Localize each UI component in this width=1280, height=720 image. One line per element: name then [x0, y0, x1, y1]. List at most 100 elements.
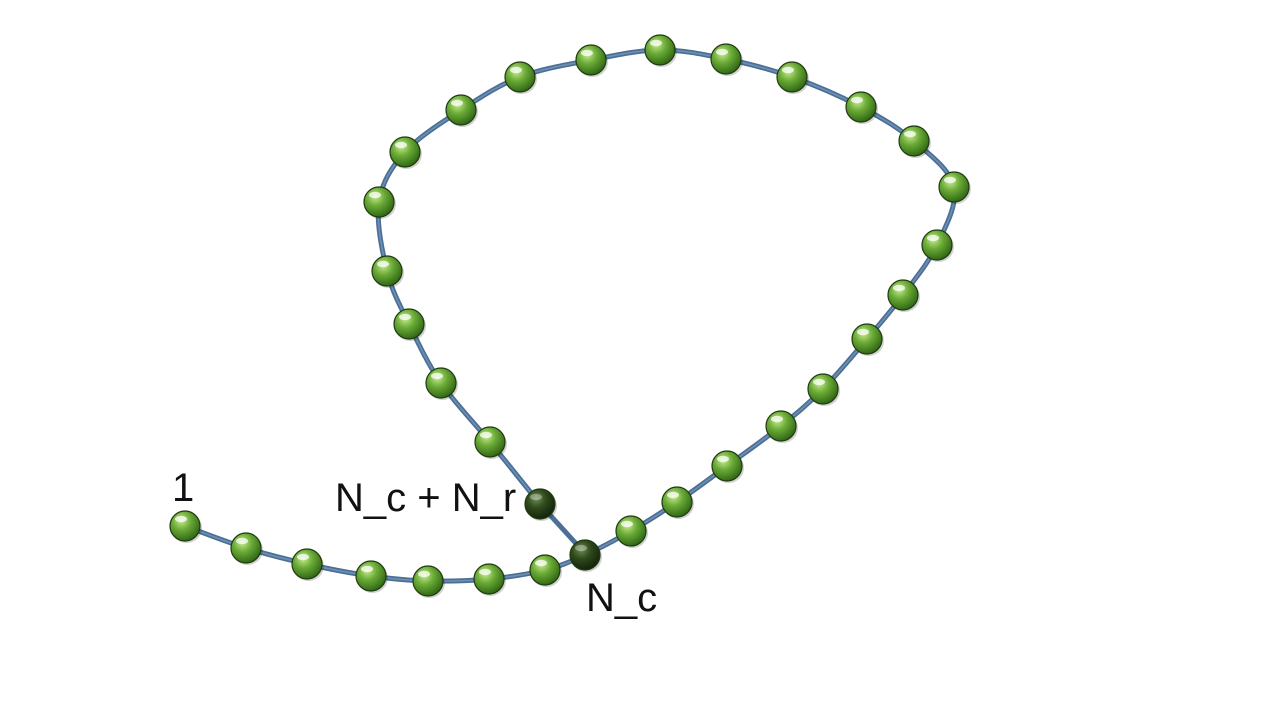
bead-shine — [893, 284, 905, 292]
bead-body — [355, 560, 387, 592]
bead-shine — [510, 66, 522, 74]
backbone — [182, 47, 958, 584]
bead-shine — [813, 378, 825, 386]
bead-shine — [361, 565, 373, 573]
bead-shine — [479, 568, 491, 576]
bead-shine — [927, 234, 939, 242]
bead-body — [851, 323, 883, 355]
bead — [711, 450, 744, 483]
crossing-bead — [569, 539, 602, 572]
bead — [473, 563, 506, 596]
bead-body — [474, 426, 506, 458]
bead-body — [473, 563, 505, 595]
bead-shine — [395, 141, 407, 149]
bead-shine — [369, 191, 381, 199]
bead-shine — [530, 493, 542, 501]
bead-shine — [575, 544, 587, 552]
label-crossing-bead: N_c — [586, 576, 658, 620]
bead-body — [644, 34, 676, 66]
bead-body — [425, 367, 457, 399]
bead-shine — [650, 39, 662, 47]
bead-body — [921, 229, 953, 261]
bead-shine — [480, 431, 492, 439]
bead — [938, 171, 971, 204]
bead-shine — [297, 553, 309, 561]
bead — [389, 136, 422, 169]
bead-shine — [851, 96, 863, 104]
bead-body — [529, 554, 561, 586]
bead-shine — [451, 99, 463, 107]
bead-body — [887, 279, 919, 311]
bead — [529, 554, 562, 587]
bead-body — [363, 186, 395, 218]
bead-shine — [717, 455, 729, 463]
bead-shine — [431, 372, 443, 380]
bead-body — [710, 43, 742, 75]
bead — [921, 229, 954, 262]
bead — [474, 426, 507, 459]
bead — [661, 486, 694, 519]
bead — [291, 548, 324, 581]
bead-shine — [535, 559, 547, 567]
bead — [169, 510, 202, 543]
beads — [169, 34, 971, 598]
bead-body — [845, 91, 877, 123]
bead-shine — [782, 66, 794, 74]
bead — [845, 91, 878, 124]
bead — [898, 125, 931, 158]
bead — [765, 410, 798, 443]
bead-body — [569, 539, 601, 571]
bead-shine — [621, 520, 633, 528]
bead — [887, 279, 920, 312]
bead — [230, 532, 263, 565]
bead — [615, 515, 648, 548]
bead-body — [765, 410, 797, 442]
backbone-strand — [182, 47, 958, 584]
bead-body — [445, 94, 477, 126]
bead-shine — [236, 537, 248, 545]
bead-shine — [581, 49, 593, 57]
bead-shine — [771, 415, 783, 423]
bead-shine — [716, 48, 728, 56]
bead-body — [169, 510, 201, 542]
bead-shine — [904, 130, 916, 138]
bead-body — [412, 565, 444, 597]
bead — [412, 565, 445, 598]
bead-body — [615, 515, 647, 547]
bead — [575, 44, 608, 77]
bead-body — [575, 44, 607, 76]
bead — [363, 186, 396, 219]
bead-body — [807, 373, 839, 405]
bead — [355, 560, 388, 593]
bead-body — [938, 171, 970, 203]
bead-body — [389, 136, 421, 168]
label-reentry-bead: N_c + N_r — [335, 476, 517, 520]
bead-body — [371, 255, 403, 287]
label-first-bead: 1 — [172, 466, 195, 510]
bead — [425, 367, 458, 400]
bead-shine — [667, 491, 679, 499]
bead-shine — [175, 515, 187, 523]
bead-body — [393, 308, 425, 340]
bead-body — [898, 125, 930, 157]
bead — [710, 43, 743, 76]
bead — [393, 308, 426, 341]
bead — [776, 61, 809, 94]
bead-shine — [857, 328, 869, 336]
bead — [644, 34, 677, 67]
bead-body — [230, 532, 262, 564]
bead-body — [524, 488, 556, 520]
bead — [371, 255, 404, 288]
bead — [851, 323, 884, 356]
backbone-highlight — [184, 49, 956, 582]
reentry-bead — [524, 488, 557, 521]
bead-body — [291, 548, 323, 580]
bead-body — [504, 61, 536, 93]
bead — [807, 373, 840, 406]
bead — [504, 61, 537, 94]
bead-body — [661, 486, 693, 518]
bead-shine — [944, 176, 956, 184]
bead — [445, 94, 478, 127]
